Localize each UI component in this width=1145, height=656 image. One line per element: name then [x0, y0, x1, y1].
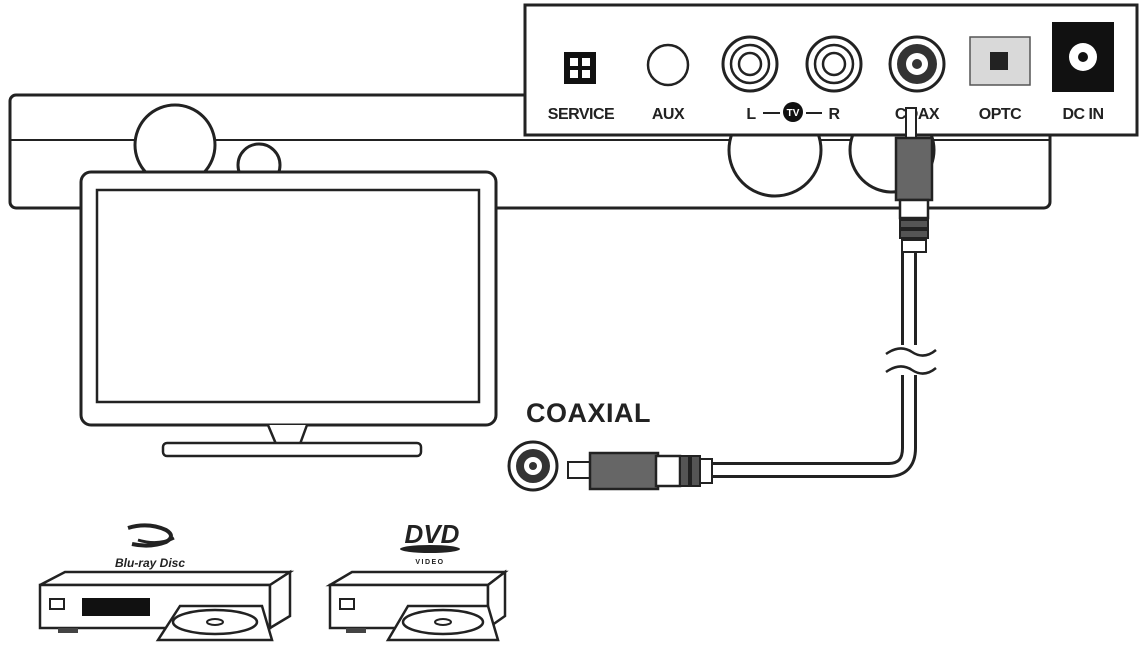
tv-icon	[79, 170, 498, 458]
service-label: SERVICE	[548, 106, 615, 123]
bluray-logo-icon: Blu-ray Disc	[115, 523, 185, 570]
service-port-icon	[564, 52, 596, 84]
coax-jack-icon	[888, 35, 946, 93]
dvd-logo-text: DVD	[405, 519, 460, 549]
coax-label: COAX	[895, 106, 940, 123]
dvd-logo-subtext: VIDEO	[415, 559, 444, 566]
tv-left-rca-jack-icon	[721, 35, 779, 93]
coaxial-output-jack-icon	[507, 440, 559, 492]
tv-right-label: R	[828, 106, 840, 123]
tv-badge-icon	[783, 102, 803, 122]
bluray-logo-text: Blu-ray Disc	[115, 556, 185, 570]
tv-right-rca-jack-icon	[805, 35, 863, 93]
tv-left-label: L	[746, 106, 756, 123]
coaxial-cable: COAXIAL	[507, 107, 937, 492]
coaxial-label: COAXIAL	[526, 398, 651, 428]
optical-label: OPTC	[979, 106, 1022, 123]
aux-label: AUX	[652, 106, 685, 123]
aux-port-icon	[646, 43, 690, 87]
dvd-player-icon: DVD VIDEO	[325, 519, 509, 642]
tv-badge-label: TV	[787, 108, 800, 119]
optical-port-icon	[969, 36, 1031, 86]
dc-in-label: DC IN	[1062, 106, 1103, 123]
dvd-logo-icon: DVD VIDEO	[400, 519, 460, 566]
coax-plug-source-icon	[567, 451, 713, 491]
bluray-player-icon: Blu-ray Disc	[38, 523, 295, 642]
dc-in-port-icon	[1052, 22, 1114, 92]
coax-plug-soundbar-icon	[894, 107, 934, 253]
rear-panel: SERVICE AUX L TV R COAX	[523, 3, 1139, 137]
